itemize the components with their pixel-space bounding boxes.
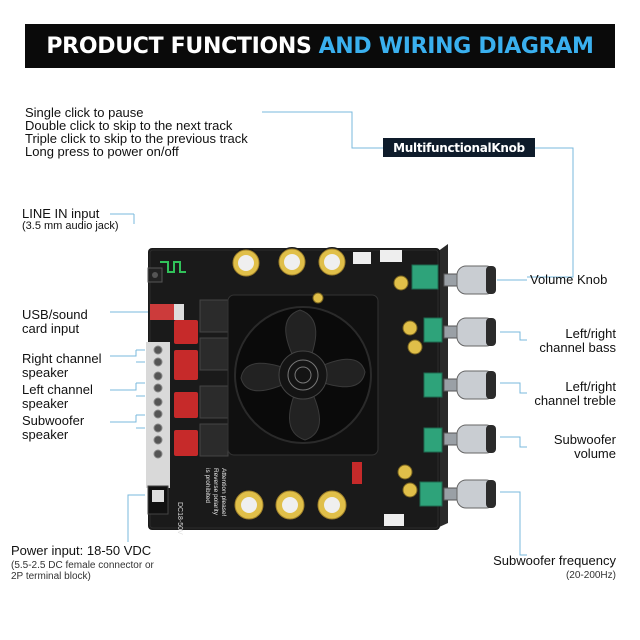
usb-label-line-1: USB/sound xyxy=(22,307,88,322)
cooling-fan xyxy=(227,294,379,456)
power-note-2: 2P terminal block) xyxy=(11,571,91,582)
knob-function-2: Double click to skip to the next track xyxy=(25,118,233,133)
line-in-sub-label: (3.5 mm audio jack) xyxy=(22,220,119,232)
potentiometers xyxy=(411,264,443,507)
sub-frequency-range: (20-200Hz) xyxy=(565,570,616,581)
right-speaker-label-1: Right channel xyxy=(22,351,102,366)
bluetooth-antenna xyxy=(160,261,186,273)
knobs xyxy=(456,265,496,509)
multifunctional-knob-tag: MultifunctionalKnob xyxy=(383,138,535,157)
sub-frequency-label: Subwoofer frequency xyxy=(493,553,616,568)
right-speaker-label-2: speaker xyxy=(22,365,69,380)
bottom-capacitors xyxy=(233,489,348,521)
treble-label-1: Left/right xyxy=(565,379,616,394)
title-banner: PRODUCT FUNCTIONS AND WIRING DIAGRAM xyxy=(25,24,615,68)
bass-label-1: Left/right xyxy=(565,326,616,341)
line-in-label: LINE IN input xyxy=(22,206,100,221)
volume-knob-label: Volume Knob xyxy=(530,272,608,287)
knob-function-3: Triple click to skip to the previous tra… xyxy=(25,131,248,146)
sub-speaker-label-2: speaker xyxy=(22,427,69,442)
power-input-label: Power input: 18-50 VDC xyxy=(11,543,152,558)
sub-speaker-label-1: Subwoofer xyxy=(22,413,85,428)
bass-label-2: channel bass xyxy=(539,340,616,355)
title-blue: AND WIRING DIAGRAM xyxy=(318,33,594,59)
usb-label-line-2: card input xyxy=(22,321,80,336)
power-note-1: (5.5-2.5 DC female connector or xyxy=(11,560,154,571)
treble-label-2: channel treble xyxy=(534,393,616,408)
knob-function-4: Long press to power on/off xyxy=(25,144,179,159)
warning-line-2: Reverse polarity xyxy=(212,468,219,516)
dc-label: DC18-50V xyxy=(176,502,183,535)
left-speaker-label-1: Left channel xyxy=(22,382,93,397)
knob-function-1: Single click to pause xyxy=(25,105,144,120)
warning-line-1: Attention please! xyxy=(220,468,227,517)
leader-lines xyxy=(110,111,574,556)
title-white: PRODUCT FUNCTIONS xyxy=(46,33,312,59)
sub-volume-label-2: volume xyxy=(574,446,616,461)
top-capacitors xyxy=(231,247,347,278)
left-speaker-label-2: speaker xyxy=(22,396,69,411)
sub-volume-label-1: Subwoofer xyxy=(553,432,616,447)
warning-line-3: is prohibited xyxy=(204,468,211,503)
